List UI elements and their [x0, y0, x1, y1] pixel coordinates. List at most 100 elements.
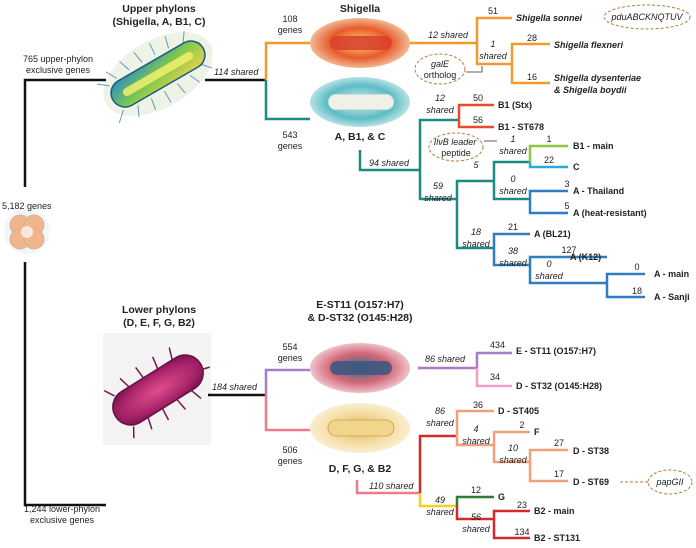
d38-label: D - ST38 [573, 446, 609, 456]
a-shared: shared [424, 193, 453, 203]
b1-count: 12 [435, 93, 445, 103]
c-label: C [573, 162, 580, 172]
upper-bacterium-image [96, 31, 213, 124]
pap-label: papGII [655, 477, 684, 487]
amain-label: A - main [654, 269, 689, 279]
est11-genes-word: genes [278, 353, 303, 363]
abc-inner-count: 5 [473, 160, 479, 170]
ilvB-label: IlvB leader [434, 137, 478, 147]
lower-bacterium-image [103, 333, 211, 445]
athai-label: A - Thailand [573, 186, 624, 196]
b1main-label: B1 - main [573, 141, 614, 151]
b1st678-count: 56 [473, 115, 483, 125]
athai-group-shared: shared [499, 186, 528, 196]
root-genes-label: 5,182 genes [2, 201, 52, 211]
b1c-shared: shared [499, 146, 528, 156]
d32-label: D - ST32 (O145:H28) [516, 381, 602, 391]
shigella-shared-label: 12 shared [428, 30, 469, 40]
est11-shared-label: 86 shared [425, 354, 466, 364]
shigella-inner-shared: shared [479, 51, 508, 61]
c-count: 22 [544, 155, 554, 165]
abl21-count: 21 [508, 222, 518, 232]
d69-count: 17 [554, 469, 564, 479]
shigella-tree [410, 16, 550, 85]
b2st131-label: B2 - ST131 [534, 533, 580, 543]
b1main-count: 1 [546, 134, 551, 144]
upper-exclusive-line1: 765 upper-phylon [23, 54, 93, 64]
dfg-tree [355, 409, 568, 540]
abl21-label: A (BL21) [534, 229, 571, 239]
galE-callout [414, 53, 466, 85]
dfg-genes-word: genes [278, 456, 303, 466]
galE-ortholog: ortholog [424, 70, 457, 80]
shigella-genes-word: genes [278, 25, 303, 35]
lower-exclusive-line2: exclusive genes [30, 515, 95, 525]
g-label: G [498, 492, 505, 502]
b1stx-count: 50 [473, 93, 483, 103]
shigella-genes-number: 108 [282, 14, 297, 24]
d405-count: 36 [473, 400, 483, 410]
b1c-count: 1 [510, 134, 515, 144]
sonnei-label: Shigella sonnei [516, 13, 583, 23]
b1st678-label: B1 - ST678 [498, 122, 544, 132]
sonnei-count: 51 [488, 6, 498, 16]
d69-label: D - ST69 [573, 477, 609, 487]
dfg-genes-number: 506 [282, 445, 297, 455]
galE-label: galE [431, 59, 450, 69]
lower-shared-label: 184 shared [212, 382, 258, 392]
abc-tree [358, 103, 645, 299]
venn-icon [4, 208, 50, 254]
shigella-bacterium-image [310, 18, 410, 68]
aheat-count: 5 [564, 201, 569, 211]
b2st131-count: 134 [514, 527, 529, 537]
lower-subtitle: (D, E, F, G, B2) [123, 317, 195, 329]
ak12-group-count: 38 [508, 246, 518, 256]
d32-count: 34 [490, 372, 500, 382]
abc-genes-number: 543 [282, 130, 297, 140]
asanji-count: 18 [632, 286, 642, 296]
d38-count: 27 [554, 438, 564, 448]
upper-exclusive-line2: exclusive genes [26, 65, 91, 75]
upper-shared-branch [205, 41, 310, 121]
d405-label: D - ST405 [498, 406, 539, 416]
abc-shared-label: 94 shared [369, 158, 410, 168]
dfg-bacterium-image [310, 403, 410, 453]
b1-shared: shared [426, 105, 455, 115]
b2-group-shared: shared [462, 524, 491, 534]
ak12-count: 127 [561, 245, 576, 255]
abl-group-shared: shared [462, 239, 491, 249]
g-b2-group-count: 49 [435, 495, 445, 505]
f-label: F [534, 427, 540, 437]
flexneri-label: Shigella flexneri [554, 40, 624, 50]
aheat-label: A (heat-resistant) [573, 208, 647, 218]
ak12-label: A (K12) [570, 252, 601, 262]
dysenteriae-count: 16 [527, 72, 537, 82]
amain-group-count: 0 [546, 259, 551, 269]
abl-group-count: 18 [471, 227, 481, 237]
b2main-label: B2 - main [534, 506, 575, 516]
est11-subtitle: & D-ST32 (O145:H28) [307, 312, 412, 324]
dfg-shared-label: 110 shared [369, 481, 414, 491]
est11-bacterium-image [310, 343, 410, 393]
abc-bacterium-image [310, 77, 410, 127]
pdu-callout [603, 4, 691, 30]
d405-group-count: 86 [435, 406, 445, 416]
boydii-label: & Shigella boydii [554, 85, 627, 95]
a-count: 59 [433, 181, 443, 191]
ilvB-peptide: peptide [441, 148, 471, 158]
d38-group-shared: shared [499, 455, 528, 465]
e-label: E - ST11 (O157:H7) [516, 346, 596, 356]
athai-group-count: 0 [510, 174, 515, 184]
b2-group-count: 56 [471, 512, 481, 522]
dfg-title: D, F, G, & B2 [329, 463, 392, 475]
shigella-inner-count: 1 [490, 39, 495, 49]
pap-callout [647, 469, 693, 495]
g-b2-group-shared: shared [426, 507, 455, 517]
upper-shared-label: 114 shared [214, 67, 259, 77]
est11-title: E-ST11 (O157:H7) [316, 299, 404, 311]
pdu-label: pduABCKNQTUV [610, 12, 683, 22]
flexneri-count: 28 [527, 33, 537, 43]
galE-arrow [466, 66, 483, 73]
